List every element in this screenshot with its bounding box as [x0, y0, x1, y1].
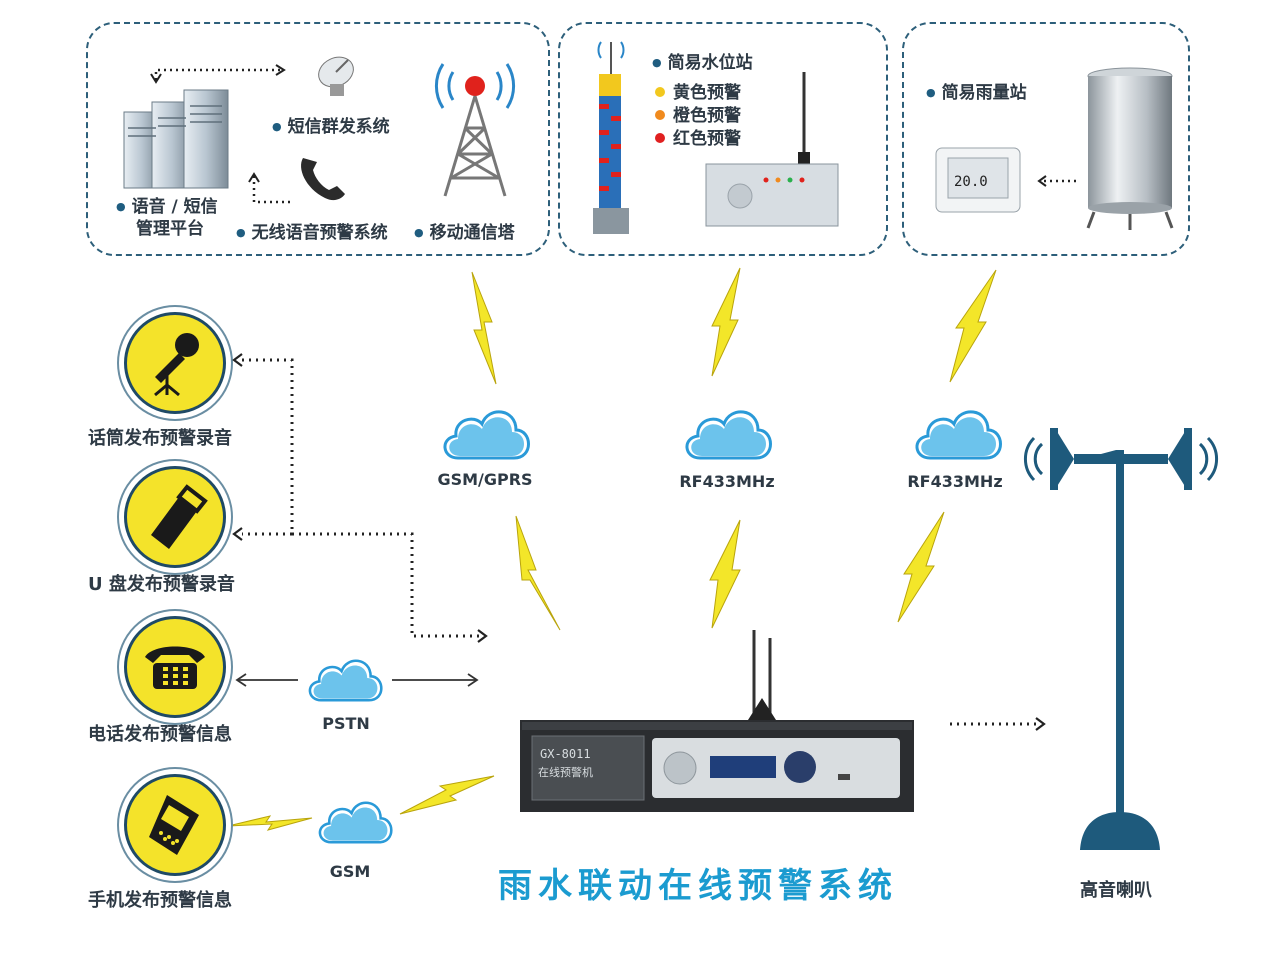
satellite-dish-icon [318, 56, 354, 96]
lightning-8 [227, 815, 313, 831]
cloud-icon-gsm-gprs [443, 410, 530, 460]
cloud-icon-rf1 [685, 410, 772, 460]
arrow-pstn [235, 673, 479, 687]
rain-station-label: 简易雨量站 [926, 78, 1027, 103]
loudspeaker-icon [1023, 428, 1219, 850]
device-name: 在线预警机 [538, 765, 593, 779]
left-label-telephone: 电话发布预警信息 [88, 724, 232, 745]
warning-red-label: 红色预警 [673, 129, 741, 149]
system-title: 雨水联动在线预警系统 [498, 866, 898, 906]
lightning-1 [471, 271, 497, 385]
dotted-arrow-phone-server [248, 172, 294, 204]
warning-orange: 橙色预警 [655, 101, 741, 126]
cloud-icon-gsm [318, 801, 393, 844]
microphone-icon [154, 333, 199, 397]
cloud-icon-pstn [308, 659, 383, 702]
cloud-icon-rf2 [915, 410, 1002, 460]
device-model: GX-8011 [540, 747, 591, 761]
usb-drive-icon [151, 484, 208, 549]
left-label-usb: U 盘发布预警录音 [88, 574, 235, 595]
microphone-circle [124, 312, 226, 414]
telephone-icon [145, 646, 205, 689]
network-label-pstn: PSTN [322, 714, 370, 733]
lightning-2 [711, 267, 741, 377]
wireless-system-label: 无线语音预警系统 [236, 218, 388, 243]
usb-circle [124, 466, 226, 568]
water-gauge-icon [593, 41, 629, 234]
tower-label: 移动通信塔 [414, 218, 515, 243]
water-station-label: 简易水位站 [652, 48, 753, 73]
platform-label-2: 管理平台 [136, 219, 204, 239]
warning-yellow: 黄色预警 [655, 78, 741, 103]
lightning-7 [399, 775, 495, 815]
warning-yellow-dot [655, 87, 665, 97]
network-label-rf1: RF433MHz [679, 472, 775, 491]
mobile-phone-icon [149, 795, 199, 855]
warning-red: 红色预警 [655, 124, 741, 149]
lightning-4 [515, 515, 561, 631]
network-label-gsm: GSM [329, 862, 371, 881]
warning-red-dot [655, 133, 665, 143]
sms-system-label: 短信群发系统 [272, 112, 390, 137]
platform-label: 语音 / 短信 [116, 192, 218, 217]
lightning-6 [897, 511, 945, 623]
server-icon [123, 89, 229, 189]
dotted-arrow-server-dish [150, 64, 286, 84]
warning-orange-label: 橙色预警 [673, 106, 741, 126]
mobile-circle [124, 774, 226, 876]
radio-tower-icon [434, 63, 516, 197]
network-label-rf2: RF433MHz [907, 472, 1003, 491]
left-label-mobile: 手机发布预警信息 [88, 890, 232, 911]
left-label-microphone: 话筒发布预警录音 [88, 428, 232, 449]
rain-display-icon: 20.0 [935, 147, 1021, 213]
dotted-arrow-rain [1037, 175, 1078, 187]
rain-bucket-icon [1086, 67, 1174, 230]
warning-yellow-label: 黄色预警 [673, 83, 741, 103]
warning-orange-dot [655, 110, 665, 120]
telephone-handset-icon [301, 158, 345, 201]
rain-panel [902, 22, 1190, 256]
rain-display-value: 20.0 [954, 174, 988, 190]
telephone-circle [124, 616, 226, 718]
water-station-device-icon [705, 72, 839, 227]
speaker-label: 高音喇叭 [1080, 880, 1152, 901]
warning-device: GX-8011 在线预警机 [520, 630, 914, 812]
lightning-5 [709, 519, 741, 629]
network-label-gsm-gprs: GSM/GPRS [437, 470, 533, 489]
lightning-3 [949, 269, 997, 383]
